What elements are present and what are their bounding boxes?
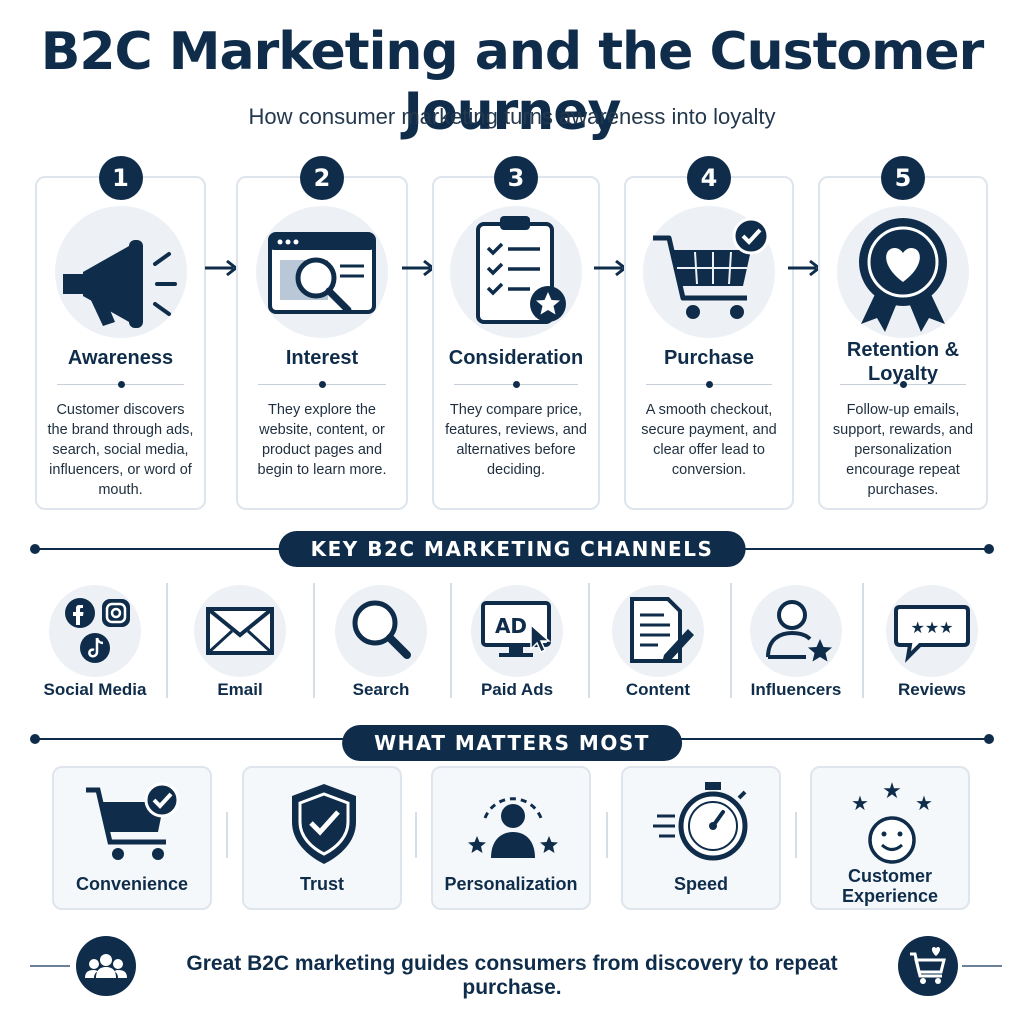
person-star-icon — [766, 600, 832, 662]
svg-text:★: ★ — [915, 791, 933, 815]
channel-label: Email — [217, 680, 263, 699]
channel-influencers: Influencers — [726, 580, 866, 710]
browser-magnifier-icon — [268, 232, 376, 314]
envelope-icon — [206, 607, 274, 655]
document-pen-icon — [630, 597, 694, 663]
cart-heart-icon — [910, 947, 946, 984]
divider — [646, 381, 772, 388]
journey-step-retention: 5 Retention & Loyalty Follow-up emails, … — [818, 156, 988, 510]
cart-check-icon — [86, 782, 180, 860]
channel-label: Search — [352, 680, 410, 699]
channel-label: Paid Ads — [480, 680, 554, 699]
heart-badge-icon — [859, 218, 947, 332]
step-title: Purchase — [663, 347, 755, 369]
ad-monitor-icon: AD — [481, 601, 551, 657]
journey-step-interest: 2 Interest They explore the website, con… — [236, 156, 408, 510]
matters-section-title: WHAT MATTERS MOST — [342, 725, 682, 761]
journey-step-awareness: 1 Awareness Customer discovers the brand… — [35, 156, 206, 510]
footer-message: Great B2C marketing guides consumers fro… — [186, 952, 838, 999]
step-title: Interest — [285, 347, 359, 369]
matter-label: Customer Experience — [841, 866, 939, 906]
step-description: They compare price, features, reviews, a… — [445, 402, 587, 478]
channel-search: Search — [311, 580, 451, 710]
matter-customer-experience: ★ ★ ★ Customer Experience — [810, 766, 970, 910]
svg-text:★★★: ★★★ — [910, 618, 953, 637]
step-number: 1 — [98, 156, 143, 200]
search-icon — [352, 600, 411, 659]
channel-label: Social Media — [43, 680, 147, 699]
channel-label: Reviews — [897, 680, 967, 699]
svg-text:★: ★ — [882, 779, 902, 804]
arrow-right-icon — [402, 259, 436, 277]
matter-trust: Trust — [242, 766, 402, 910]
channel-email: Email — [170, 580, 310, 710]
step-description: Customer discovers the brand through ads… — [47, 402, 194, 498]
step-number: 4 — [687, 156, 731, 200]
channel-reviews: ★★★ Reviews — [862, 580, 1002, 710]
shield-check-icon — [292, 784, 356, 864]
step-number: 2 — [300, 156, 344, 200]
cart-check-icon — [653, 217, 770, 319]
page-subtitle: How consumer marketing turns awareness i… — [248, 104, 776, 129]
social-media-icon — [65, 598, 130, 663]
channel-paid-ads: AD Paid Ads — [447, 580, 587, 710]
step-description: Follow-up emails, support, rewards, and … — [832, 402, 974, 498]
step-title: Consideration — [448, 347, 584, 369]
arrow-right-icon — [594, 259, 628, 277]
divider — [454, 381, 578, 388]
step-description: They explore the website, content, or pr… — [257, 402, 387, 478]
divider — [258, 381, 386, 388]
matter-speed: Speed — [621, 766, 781, 910]
journey-step-consideration: 3 Consideration They compare price, feat… — [432, 156, 600, 510]
matter-label: Convenience — [75, 874, 189, 894]
matter-personalization: Personalization — [431, 766, 591, 910]
review-bubble-icon: ★★★ — [894, 605, 970, 663]
matter-label: Personalization — [444, 874, 578, 894]
smiley-stars-icon: ★ ★ ★ — [851, 779, 933, 864]
person-focus-icon — [468, 797, 558, 858]
channel-label: Influencers — [750, 680, 842, 699]
people-group-icon — [85, 954, 127, 978]
step-number: 3 — [494, 156, 538, 200]
matter-convenience: Convenience — [52, 766, 212, 910]
divider — [57, 381, 184, 388]
step-title: Retention & Loyalty — [846, 339, 960, 385]
stopwatch-icon — [653, 782, 748, 861]
matter-label: Speed — [673, 874, 729, 894]
arrow-right-icon — [205, 259, 239, 277]
channel-label: Content — [625, 680, 691, 699]
step-number: 5 — [881, 156, 925, 200]
ad-text: AD — [495, 614, 527, 638]
channel-content: Content — [588, 580, 728, 710]
checklist-clipboard-icon — [476, 216, 566, 324]
journey-step-purchase: 4 Purchase A smooth checkout, secure pay… — [624, 156, 794, 510]
step-description: A smooth checkout, secure payment, and c… — [641, 402, 777, 478]
channels-section-title: KEY B2C MARKETING CHANNELS — [278, 531, 746, 567]
arrow-right-icon — [788, 259, 822, 277]
megaphone-icon — [62, 240, 177, 328]
page-title: B2C Marketing and the Customer Journey — [40, 22, 985, 142]
divider — [840, 381, 966, 388]
svg-text:★: ★ — [851, 791, 869, 815]
channel-social-media: Social Media — [25, 580, 165, 710]
step-title: Awareness — [67, 347, 174, 369]
matter-label: Trust — [299, 874, 344, 894]
